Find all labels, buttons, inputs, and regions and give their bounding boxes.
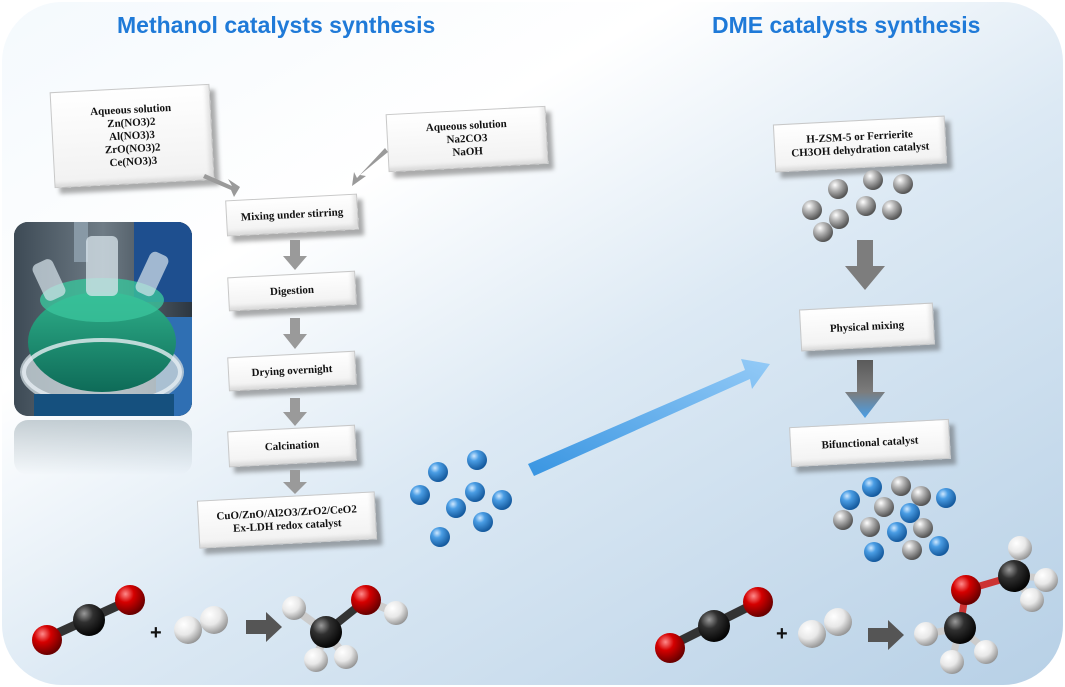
arrow-calcination-to-catalyst	[283, 470, 307, 494]
particle-grey	[828, 179, 848, 199]
reaction-arrow	[246, 612, 282, 642]
particle-blue	[473, 512, 493, 532]
co2-molecule	[32, 585, 145, 655]
particle-blue	[887, 522, 907, 542]
particle-blue	[492, 490, 512, 510]
arrow-zeolite-to-mixing	[845, 240, 885, 290]
particle-grey	[891, 476, 911, 496]
arrow-mixing-to-digestion	[283, 240, 307, 270]
particle-grey	[893, 174, 913, 194]
dme-synthesis-title: DME catalysts synthesis	[712, 12, 981, 38]
co2-molecule	[655, 587, 773, 663]
particle-grey	[860, 517, 880, 537]
particle-blue	[864, 542, 884, 562]
particle-grey	[856, 196, 876, 216]
arrow-drying-to-calcination	[283, 398, 307, 426]
methanol-synthesis-title: Methanol catalysts synthesis	[117, 12, 436, 38]
particle-grey	[913, 518, 933, 538]
particle-blue	[430, 527, 450, 547]
particle-blue	[900, 503, 920, 523]
methanol-molecule	[282, 585, 408, 672]
particle-grey	[829, 209, 849, 229]
particle-grey	[813, 222, 833, 242]
dimethyl-ether-molecule	[914, 536, 1058, 674]
arrow-base-to-mixing	[352, 148, 388, 186]
arrow-digestion-to-drying	[283, 318, 307, 349]
particle-blue	[929, 536, 949, 556]
particle-blue	[428, 462, 448, 482]
bifunctional-particles	[833, 476, 956, 562]
particle-grey	[882, 200, 902, 220]
h2-molecule	[174, 606, 228, 644]
reaction-arrow	[868, 620, 904, 650]
particle-blue	[840, 490, 860, 510]
particle-grey	[863, 170, 883, 190]
particle-blue	[465, 482, 485, 502]
particle-blue	[467, 450, 487, 470]
particle-blue	[410, 485, 430, 505]
particle-grey	[802, 200, 822, 220]
particle-blue	[446, 498, 466, 518]
arrow-mixing-to-bifunctional	[845, 360, 885, 418]
particle-grey	[902, 540, 922, 560]
reactor-photo	[14, 222, 192, 416]
h2-molecule	[798, 608, 852, 648]
plus-sign: +	[776, 623, 788, 645]
particle-grey	[833, 510, 853, 530]
particle-grey	[874, 497, 894, 517]
plus-sign: +	[150, 622, 162, 644]
methanol-equation: +	[32, 585, 408, 672]
dme-equation: +	[655, 536, 1058, 674]
arrow-salts-to-mixing	[203, 174, 240, 197]
particle-grey	[911, 486, 931, 506]
particle-blue	[936, 488, 956, 508]
flow-arrows	[203, 148, 388, 494]
transfer-arrow	[528, 359, 770, 476]
reactor-photo-reflection	[14, 420, 192, 475]
redox-catalyst-particles	[410, 450, 512, 547]
particle-blue	[862, 477, 882, 497]
zeolite-particles	[802, 170, 913, 242]
